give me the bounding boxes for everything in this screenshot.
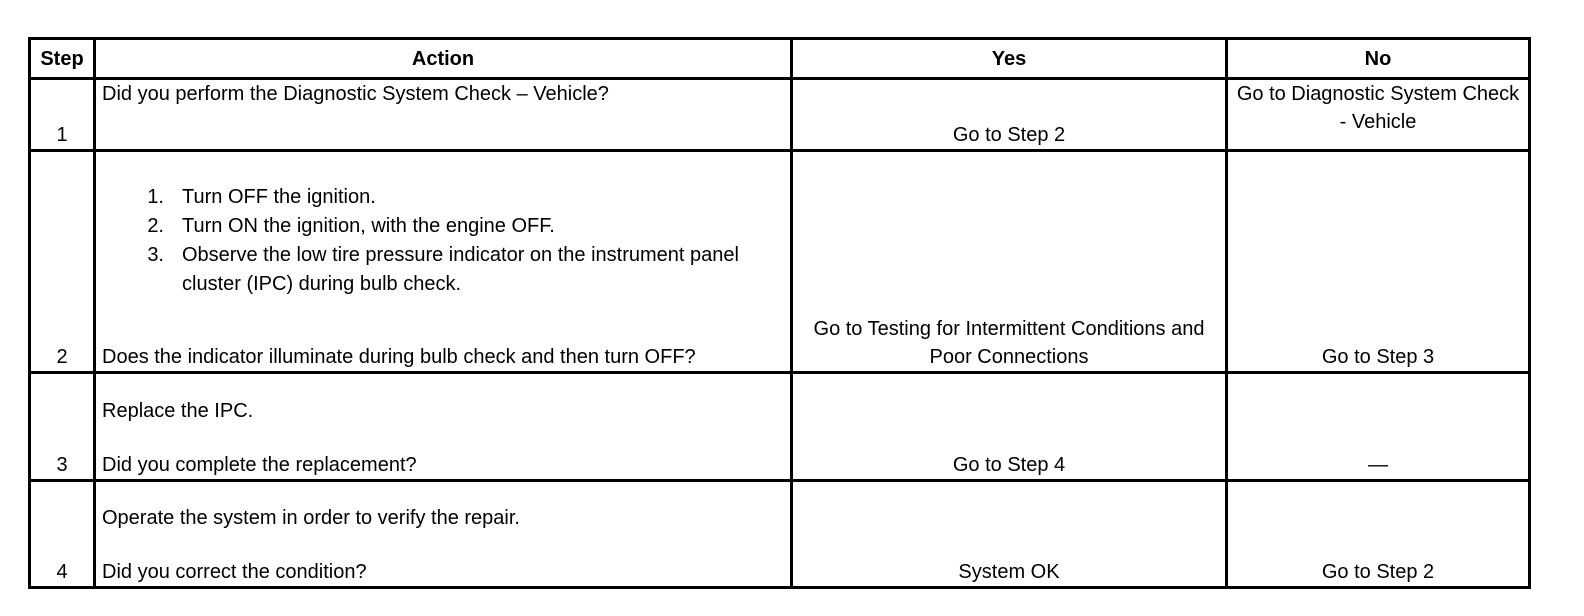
yes-cell: Go to Step 4	[790, 371, 1228, 482]
action-cell: Replace the IPC. Did you complete the re…	[93, 371, 793, 482]
header-no: No	[1225, 37, 1531, 80]
header-yes: Yes	[790, 37, 1228, 80]
action-question: Did you complete the replacement?	[102, 454, 417, 476]
action-question: Does the indicator illuminate during bul…	[102, 346, 696, 368]
no-cell: —	[1225, 371, 1531, 482]
table-row: 2 1. Turn OFF the ignition. 2. Turn ON t…	[28, 149, 1531, 374]
table-row: 3 Replace the IPC. Did you complete the …	[28, 371, 1531, 482]
action-instruction: Operate the system in order to verify th…	[102, 507, 520, 529]
no-cell: Go to Step 3	[1225, 149, 1531, 374]
substep-number: 2.	[147, 215, 164, 237]
step-number: 4	[28, 479, 96, 589]
header-step: Step	[28, 37, 96, 80]
step-number: 3	[28, 371, 96, 482]
yes-cell: Go to Step 2	[790, 77, 1228, 152]
substep-item: 2. Turn ON the ignition, with the engine…	[102, 212, 784, 241]
no-cell: Go to Step 2	[1225, 479, 1531, 589]
header-row: Step Action Yes No	[28, 37, 1531, 80]
header-action: Action	[93, 37, 793, 80]
action-question: Did you perform the Diagnostic System Ch…	[102, 83, 609, 105]
diagnostic-table: Step Action Yes No 1 Did you perform the…	[28, 37, 1531, 589]
action-cell: 1. Turn OFF the ignition. 2. Turn ON the…	[93, 149, 793, 374]
step-number: 1	[28, 77, 96, 152]
substep-text: Turn ON the ignition, with the engine OF…	[182, 215, 555, 237]
substep-item: 1. Turn OFF the ignition.	[102, 183, 784, 212]
table-row: 4 Operate the system in order to verify …	[28, 479, 1531, 589]
action-instruction: Replace the IPC.	[102, 400, 254, 422]
table-row: 1 Did you perform the Diagnostic System …	[28, 77, 1531, 152]
substep-item: 3. Observe the low tire pressure indicat…	[102, 241, 784, 299]
substep-list: 1. Turn OFF the ignition. 2. Turn ON the…	[102, 183, 784, 299]
substep-number: 3.	[147, 244, 164, 266]
no-cell: Go to Diagnostic System Check - Vehicle	[1225, 77, 1531, 152]
yes-cell: Go to Testing for Intermittent Condition…	[790, 149, 1228, 374]
action-cell: Did you perform the Diagnostic System Ch…	[93, 77, 793, 152]
step-number: 2	[28, 149, 96, 374]
substep-text: Observe the low tire pressure indicator …	[182, 244, 739, 295]
action-question: Did you correct the condition?	[102, 561, 367, 583]
substep-text: Turn OFF the ignition.	[182, 186, 376, 208]
substep-number: 1.	[147, 186, 164, 208]
action-cell: Operate the system in order to verify th…	[93, 479, 793, 589]
yes-cell: System OK	[790, 479, 1228, 589]
